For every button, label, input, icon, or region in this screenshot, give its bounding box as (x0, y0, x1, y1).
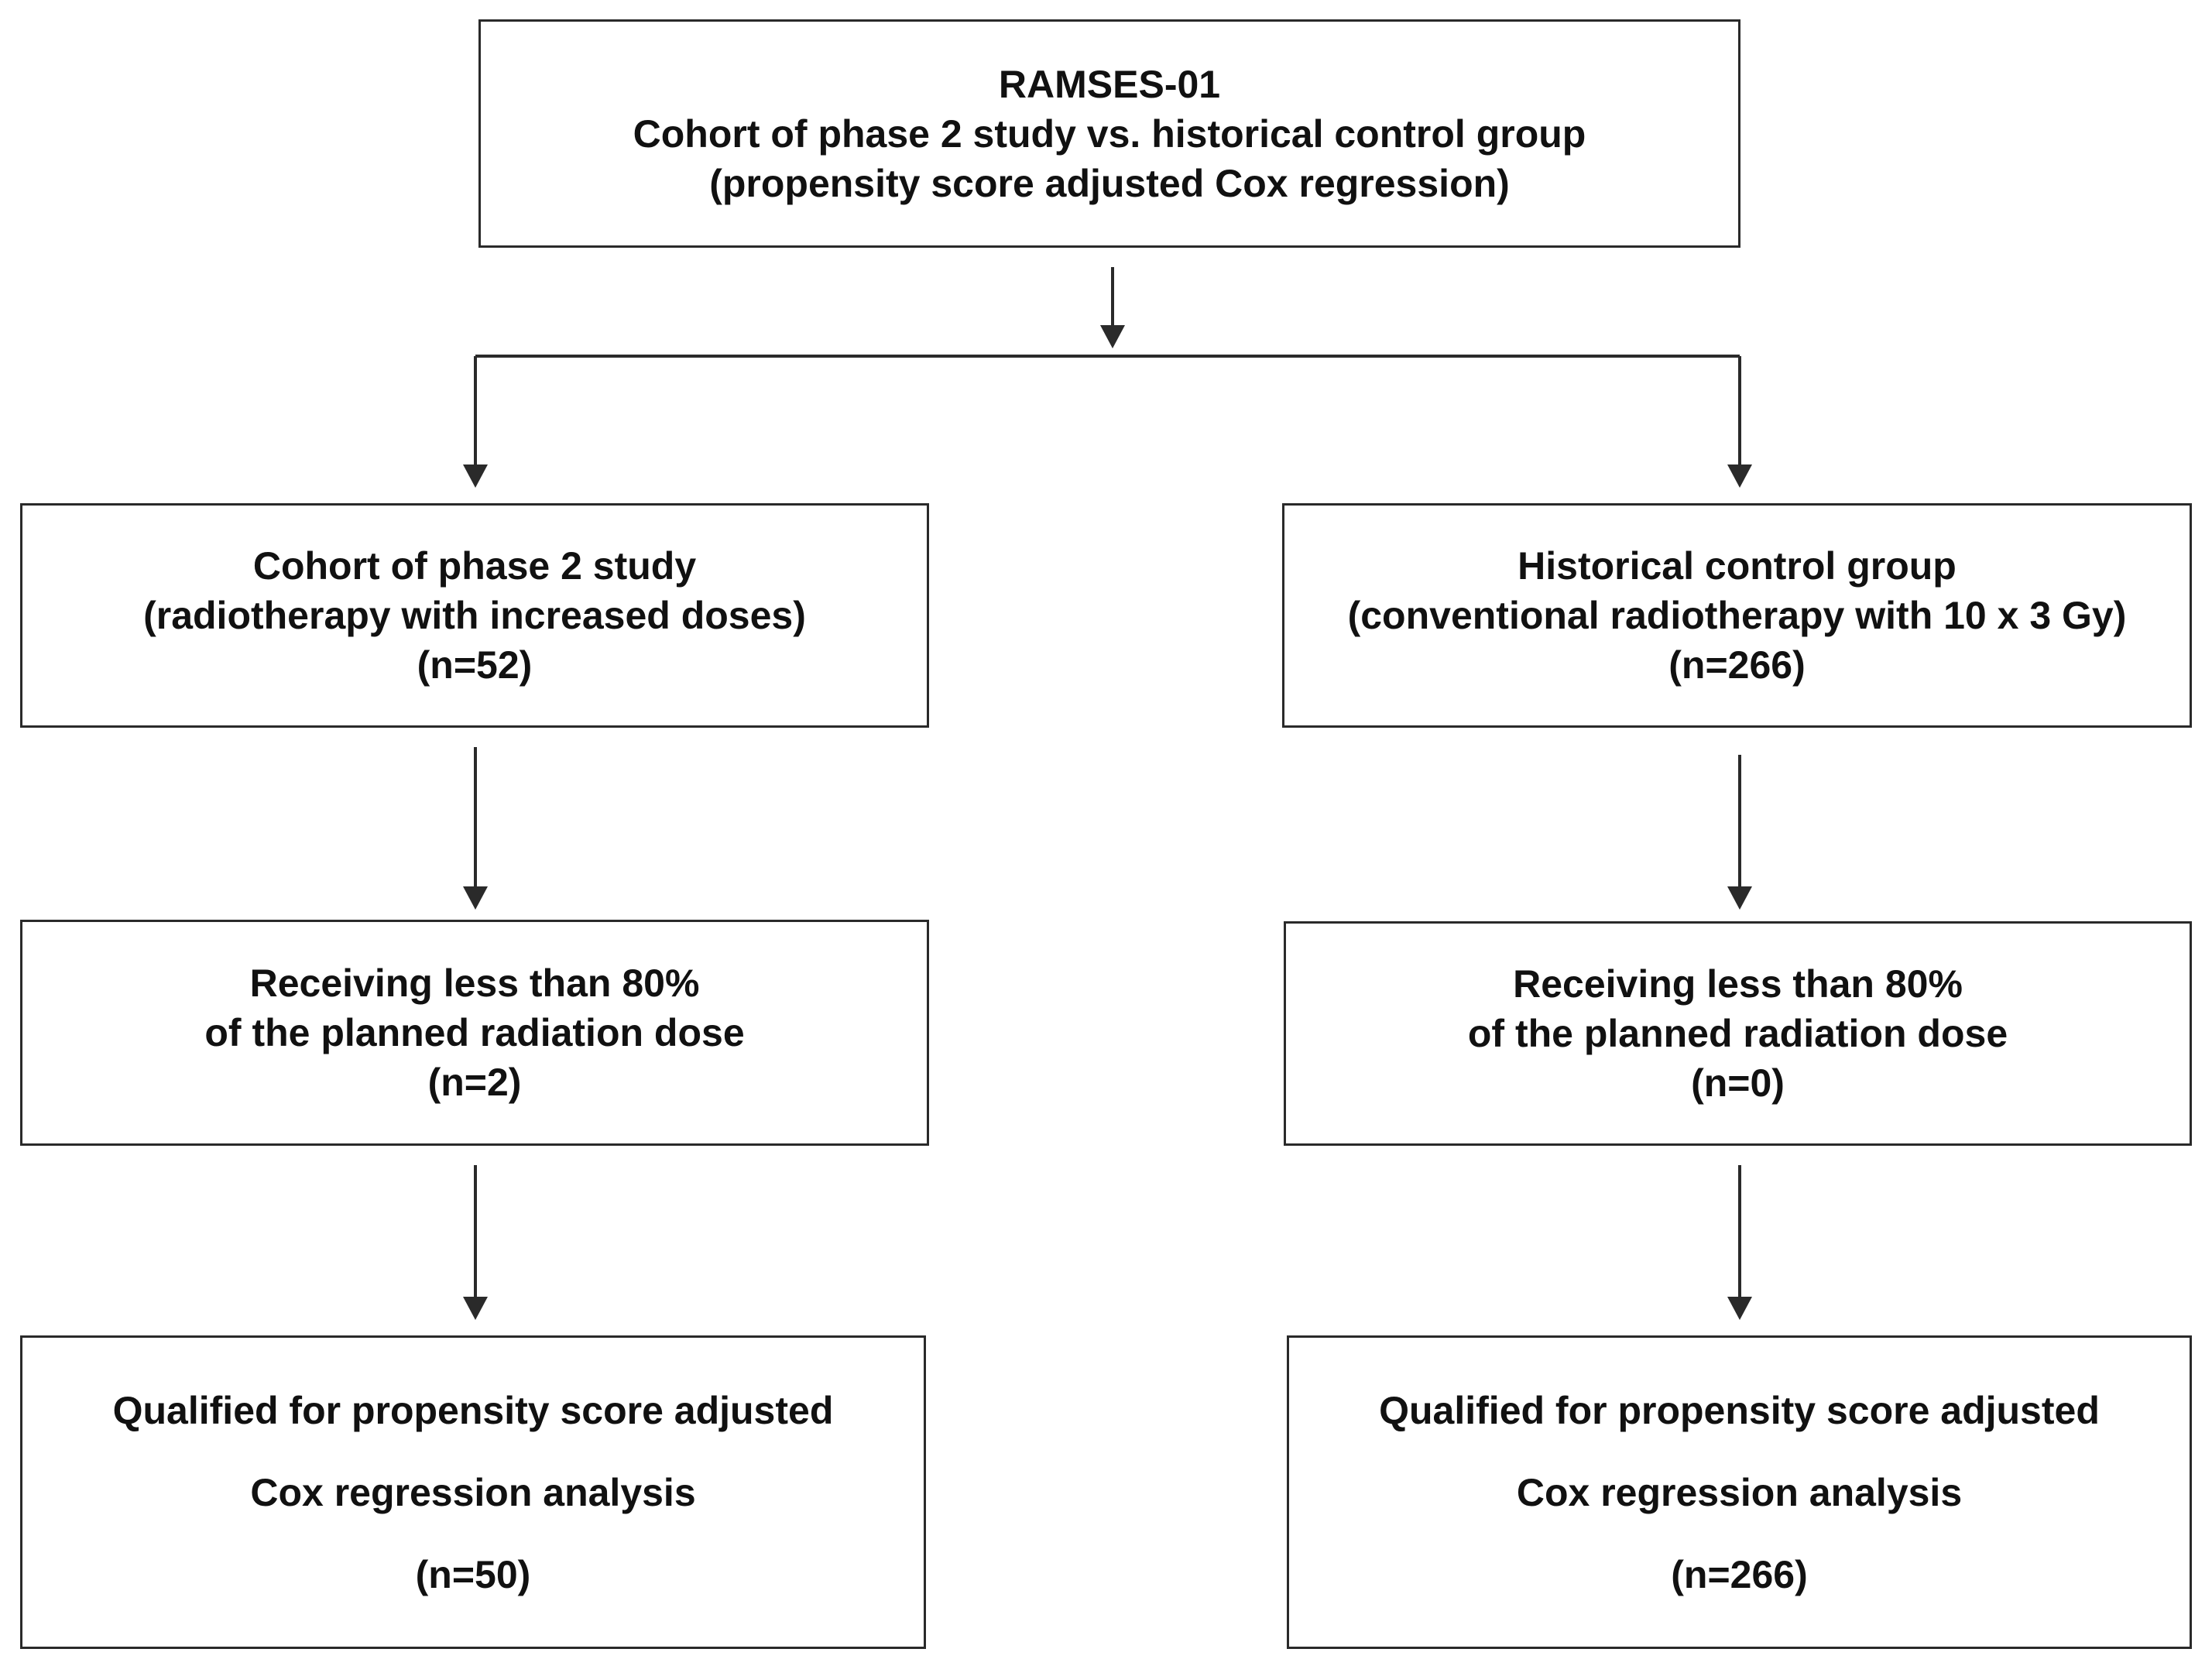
right-excluded-description: of the planned radiation dose (1467, 1012, 2008, 1055)
left-cohort-title: Cohort of phase 2 study (252, 544, 697, 588)
left-qualified-title: Qualified for propensity score adjusted (112, 1388, 834, 1432)
left-qualified-description: Cox regression analysis (250, 1470, 696, 1514)
top-study-method: (propensity score adjusted Cox regressio… (709, 161, 1510, 205)
right-cohort-box: Historical control group (conventional r… (1282, 503, 2192, 728)
left-cohort-box: Cohort of phase 2 study (radiotherapy wi… (20, 503, 929, 728)
right-excluded-title: Receiving less than 80% (1513, 962, 1963, 1006)
right-qualified-description: Cox regression analysis (1516, 1470, 1963, 1514)
right-cohort-count: (n=266) (1668, 643, 1806, 687)
left-excluded-title: Receiving less than 80% (249, 962, 700, 1005)
left-qualified-box: Qualified for propensity score adjusted … (20, 1335, 926, 1649)
left-excluded-count: (n=2) (427, 1061, 522, 1104)
left-excluded-description: of the planned radiation dose (204, 1011, 745, 1054)
right-qualified-title: Qualified for propensity score adjusted (1379, 1388, 2100, 1432)
arrowhead-left-qualified (463, 1297, 488, 1320)
arrowhead-right-excluded (1727, 886, 1752, 910)
top-study-title: RAMSES-01 (998, 62, 1221, 106)
right-qualified-box: Qualified for propensity score adjusted … (1287, 1335, 2192, 1649)
arrowhead-left-excluded (463, 886, 488, 910)
arrowhead-left-cohort (463, 464, 488, 488)
right-qualified-count: (n=266) (1671, 1552, 1808, 1596)
left-qualified-count: (n=50) (415, 1552, 531, 1596)
right-cohort-title: Historical control group (1518, 544, 1957, 588)
top-study-comparison: Cohort of phase 2 study vs. historical c… (633, 111, 1586, 156)
arrowhead-right-cohort (1727, 464, 1752, 488)
right-excluded-box: Receiving less than 80% of the planned r… (1284, 921, 2192, 1146)
right-excluded-count: (n=0) (1691, 1061, 1785, 1105)
arrowhead-top-split (1100, 325, 1125, 348)
left-excluded-box: Receiving less than 80% of the planned r… (20, 920, 929, 1146)
left-cohort-description: (radiotherapy with increased doses) (143, 594, 806, 637)
arrowhead-right-qualified (1727, 1297, 1752, 1320)
right-cohort-description: (conventional radiotherapy with 10 x 3 G… (1347, 594, 2127, 637)
left-cohort-count: (n=52) (417, 643, 533, 687)
top-study-box: RAMSES-01 Cohort of phase 2 study vs. hi… (478, 19, 1740, 248)
